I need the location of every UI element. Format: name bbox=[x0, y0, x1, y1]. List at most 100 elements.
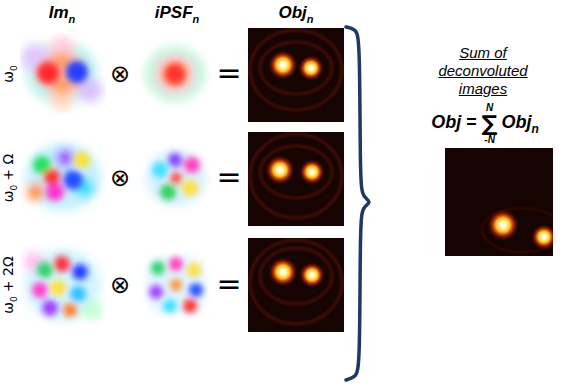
field-image-part-part bbox=[50, 280, 66, 296]
column-header: iPSFn bbox=[155, 4, 200, 25]
object-image-part bbox=[250, 134, 342, 218]
formula-symbol: N bbox=[486, 103, 493, 113]
psf-image-part-part bbox=[170, 172, 182, 184]
psf-image-part-part bbox=[187, 263, 201, 277]
field-image-part-part bbox=[56, 149, 74, 167]
object-image-part-part bbox=[260, 248, 332, 304]
psf-image-part-part bbox=[189, 283, 203, 297]
field-image bbox=[21, 36, 102, 110]
psf-image-part-part bbox=[169, 257, 183, 271]
psf-image-part bbox=[152, 153, 200, 200]
sum-formula-text: Obj bbox=[501, 112, 531, 132]
sum-heading: Sum of deconvoluted images bbox=[427, 44, 539, 98]
object-image-part bbox=[268, 257, 298, 287]
field-image-part-part bbox=[27, 183, 45, 201]
psf-image-part-part bbox=[184, 157, 200, 173]
object-image-part bbox=[248, 28, 344, 122]
object-image-part bbox=[299, 159, 325, 185]
field-image-part-part bbox=[44, 169, 60, 185]
sum-heading-text: Sum of deconvoluted images bbox=[427, 44, 539, 98]
object-image-part bbox=[250, 240, 342, 324]
formula-symbol: ∑ bbox=[482, 113, 498, 135]
field-image-part bbox=[25, 143, 101, 211]
operator-text: = bbox=[216, 159, 241, 194]
psf-image-part-part bbox=[149, 285, 163, 299]
sum-image-part bbox=[487, 209, 519, 241]
operator-text: = bbox=[216, 55, 241, 90]
sum-formula: Obj=N∑-NObjn bbox=[431, 103, 539, 145]
psf-image-part-part bbox=[151, 261, 165, 275]
psf-image-part-part bbox=[182, 180, 198, 196]
field-image-part-part bbox=[25, 143, 101, 211]
row-label-text: ω bbox=[0, 190, 16, 202]
column-header-text: n bbox=[307, 13, 314, 25]
field-image-part-part bbox=[63, 170, 83, 190]
field-image-part-part bbox=[72, 264, 88, 280]
field-image-part bbox=[21, 36, 102, 110]
psf-image-part-part bbox=[152, 162, 168, 178]
sum-image-part bbox=[531, 224, 553, 250]
object-image-part-part bbox=[250, 134, 342, 218]
operator: = bbox=[216, 267, 241, 300]
object-image-part bbox=[250, 30, 342, 110]
psf-image-part bbox=[148, 258, 204, 312]
sum-formula-text: n bbox=[531, 122, 538, 136]
object-image-part-part bbox=[260, 42, 332, 94]
psf-image-part bbox=[146, 150, 206, 206]
psf-image-part-part bbox=[163, 299, 177, 313]
row-label: ω0+ 2Ω bbox=[0, 256, 19, 313]
object-image-part bbox=[248, 132, 344, 226]
sum-image bbox=[445, 148, 553, 256]
row-label-text: + Ω bbox=[0, 154, 16, 181]
object-image-part bbox=[298, 55, 324, 81]
row-label-text: 0 bbox=[9, 296, 19, 302]
field-image-part bbox=[37, 61, 88, 84]
psf-image-part-part bbox=[160, 184, 176, 200]
operator-text: ⊗ bbox=[110, 164, 130, 192]
field-image-part-part bbox=[74, 152, 90, 168]
psf-image bbox=[148, 257, 204, 313]
psf-image-part bbox=[149, 257, 203, 313]
field-image-part bbox=[33, 152, 90, 201]
row-label-text: ω bbox=[0, 71, 16, 83]
sum-formula-text: Obj bbox=[431, 112, 461, 132]
object-image-part bbox=[248, 238, 344, 332]
operator: = bbox=[216, 160, 241, 193]
psf-image-part-part bbox=[155, 54, 195, 94]
field-image-part-part bbox=[70, 286, 86, 302]
formula-symbol: -N bbox=[484, 135, 495, 145]
operator: ⊗ bbox=[110, 61, 130, 87]
row-label-text: 0 bbox=[9, 65, 19, 71]
psf-image-part-part bbox=[148, 258, 204, 312]
object-image bbox=[248, 238, 344, 332]
object-image bbox=[248, 132, 344, 226]
row-label-text: 0 bbox=[9, 185, 19, 191]
row-label: ω0 bbox=[0, 65, 19, 82]
field-image-part-part bbox=[37, 62, 59, 84]
row-label: ω0 + Ω bbox=[0, 154, 19, 202]
column-header-text: Im bbox=[49, 3, 69, 22]
operator: ⊗ bbox=[110, 272, 130, 298]
object-image bbox=[248, 28, 344, 122]
sum-formula-text: = bbox=[466, 112, 477, 132]
field-image-part-part bbox=[42, 300, 58, 316]
object-image-part bbox=[299, 262, 325, 288]
field-image-part-part bbox=[82, 300, 102, 320]
curly-brace bbox=[346, 27, 369, 380]
column-header: Objn bbox=[278, 4, 313, 25]
sum-image-part-part bbox=[482, 208, 553, 252]
field-image-part-part bbox=[32, 282, 48, 298]
object-image-part-part bbox=[250, 240, 342, 324]
object-image-part-part bbox=[260, 146, 332, 198]
sum-image-part bbox=[482, 208, 553, 252]
field-image-part-part bbox=[55, 78, 69, 92]
field-image-part-part bbox=[54, 256, 70, 272]
psf-image-part-part bbox=[168, 153, 182, 167]
operator: = bbox=[216, 56, 241, 89]
column-header: Imn bbox=[49, 4, 76, 25]
object-image-part bbox=[268, 50, 298, 80]
operator-text: = bbox=[216, 266, 241, 301]
column-header-text: iPSF bbox=[155, 3, 193, 22]
